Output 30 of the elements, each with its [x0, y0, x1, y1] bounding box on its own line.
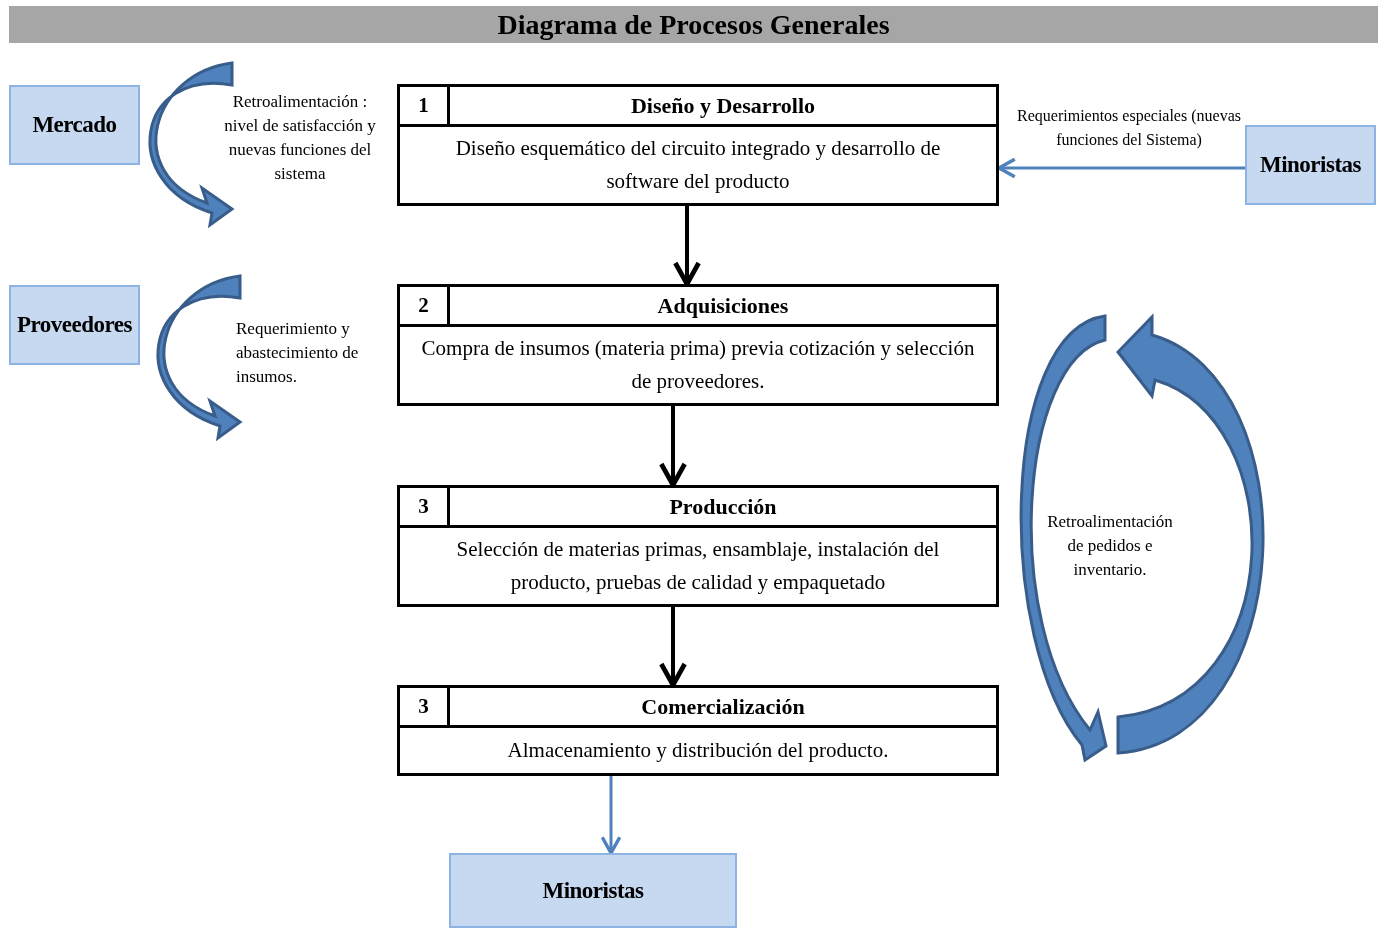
process-box — [397, 685, 999, 776]
process-box — [397, 485, 999, 607]
title-banner: Diagrama de Procesos Generales — [9, 6, 1378, 43]
step-number: 1 — [400, 87, 450, 124]
step-description: Compra de insumos (materia prima) previa cotización y selección de proveedores. — [420, 335, 976, 395]
annotation-text: Retroalimentación de pedidos e inventario. — [1046, 511, 1174, 581]
entity-box — [1245, 125, 1376, 205]
step-title: Producción — [668, 492, 778, 521]
arrow — [600, 776, 622, 855]
entity-name: Minoristas — [542, 877, 644, 904]
step-number: 2 — [400, 287, 450, 324]
step-title: Diseño y Desarrollo — [629, 91, 817, 120]
process-box — [397, 284, 999, 406]
step-description: Selección de materias primas, ensamblaje, instalación del producto, pruebas de calidad y empaquetado — [455, 536, 941, 596]
entity-name: Minoristas — [1259, 152, 1362, 178]
entity-name: Mercado — [32, 112, 117, 138]
step-description: Almacenamiento y distribución del producto. — [506, 737, 890, 764]
step-title: Adquisiciones — [656, 291, 790, 320]
step-title: Comercialización — [640, 692, 806, 721]
annotation-text: Retroalimentación : nivel de satisfacción y nuevas funciones del sistema — [223, 91, 377, 185]
step-number: 3 — [400, 488, 450, 525]
entity-name: Proveedores — [17, 312, 132, 338]
entity-box — [9, 85, 140, 165]
annotation-text: Requerimiento y abastecimiento de insumos. — [236, 318, 360, 388]
step-number: 3 — [400, 688, 450, 725]
step-description: Diseño esquemático del circuito integrado y desarrollo de software del producto — [454, 135, 942, 195]
process-box — [397, 84, 999, 206]
entity-box — [9, 285, 140, 365]
entity-box — [449, 853, 737, 928]
arrow — [997, 157, 1245, 179]
